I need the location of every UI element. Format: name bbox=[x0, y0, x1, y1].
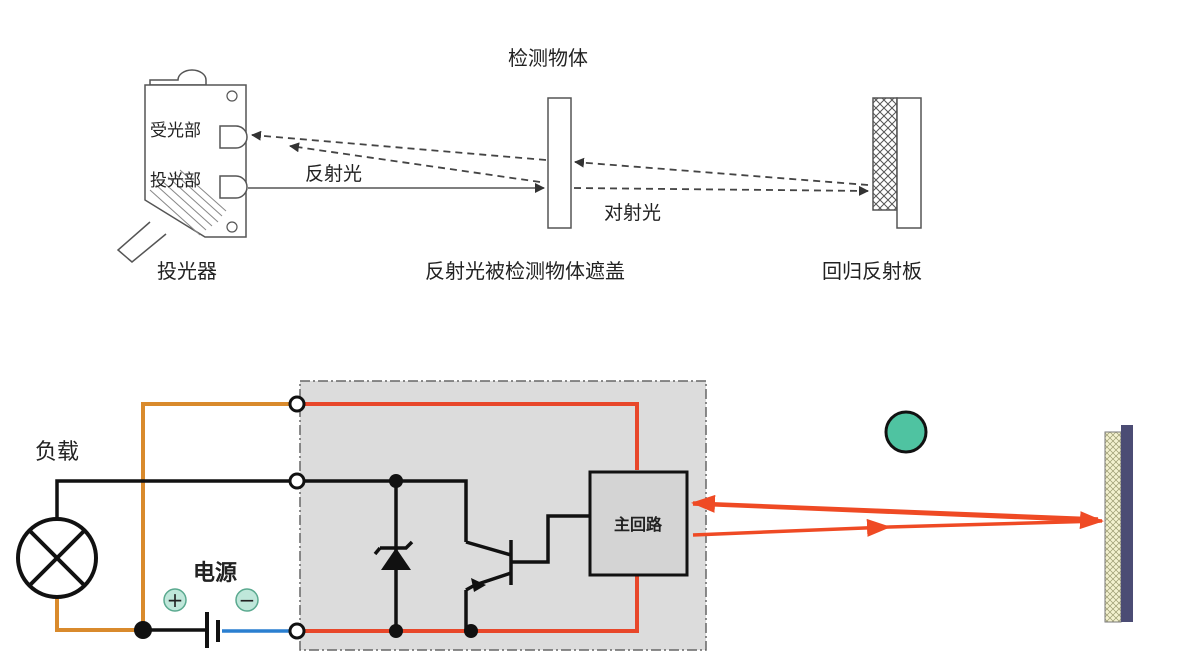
plus-icon: + bbox=[163, 588, 187, 612]
main-circuit-box bbox=[588, 470, 689, 577]
zener-diode bbox=[373, 540, 414, 570]
reflected-light-label: 反射光 bbox=[305, 163, 362, 185]
main-circuit-label: 主回路 bbox=[614, 515, 663, 534]
junction-dots bbox=[134, 474, 478, 639]
sensor-cable bbox=[116, 221, 167, 263]
reflected-beam-lower bbox=[289, 142, 541, 183]
terminal-group bbox=[288, 395, 306, 640]
sensor-top-tab bbox=[149, 69, 207, 86]
receiver-label: 受光部 bbox=[150, 121, 201, 141]
sensor-hatch bbox=[149, 169, 227, 236]
reflector-plate bbox=[896, 97, 922, 229]
sensor-body bbox=[144, 84, 247, 238]
object-label: 检测物体 bbox=[508, 46, 588, 70]
emitter-caption: 投光器 bbox=[157, 259, 217, 283]
detected-object-ball bbox=[884, 410, 928, 454]
reflector-hatch bbox=[872, 97, 898, 211]
red-wires bbox=[305, 402, 639, 633]
blocked-caption: 反射光被检测物体遮盖 bbox=[425, 259, 625, 283]
terminal-top bbox=[288, 395, 306, 413]
battery-symbol bbox=[205, 612, 220, 648]
receiver-lens bbox=[219, 125, 248, 149]
power-label: 电源 bbox=[193, 561, 237, 586]
forward-beam-upper bbox=[692, 502, 1104, 530]
orange-wires bbox=[55, 402, 292, 632]
photoelectric-sensor bbox=[116, 69, 248, 263]
emitter-lens bbox=[219, 175, 248, 199]
reflector-caption: 回归反射板 bbox=[822, 259, 922, 283]
reflected-beam-upper bbox=[251, 130, 547, 161]
opposed-light-label: 对射光 bbox=[604, 202, 661, 224]
opposed-beam-return bbox=[574, 157, 869, 186]
transistor-emitter-arrow bbox=[471, 578, 486, 592]
opposed-beam-forward bbox=[573, 185, 869, 196]
retro-reflector-plate bbox=[1121, 425, 1133, 622]
terminal-bottom bbox=[288, 622, 306, 640]
screw-icon bbox=[226, 221, 238, 233]
load-label: 负载 bbox=[35, 440, 79, 465]
retro-reflector-hatch bbox=[1104, 431, 1122, 623]
detected-object bbox=[547, 97, 572, 229]
forward-beam-lower bbox=[888, 519, 1101, 529]
minus-symbol: − bbox=[239, 588, 256, 612]
screw-icon bbox=[226, 90, 238, 102]
load-lamp bbox=[16, 517, 98, 599]
plus-symbol: + bbox=[167, 588, 184, 612]
minus-icon: − bbox=[235, 588, 259, 612]
terminal-middle bbox=[288, 472, 306, 490]
forward-beam-arrow bbox=[692, 518, 891, 537]
emitter-label: 投光部 bbox=[150, 171, 201, 191]
